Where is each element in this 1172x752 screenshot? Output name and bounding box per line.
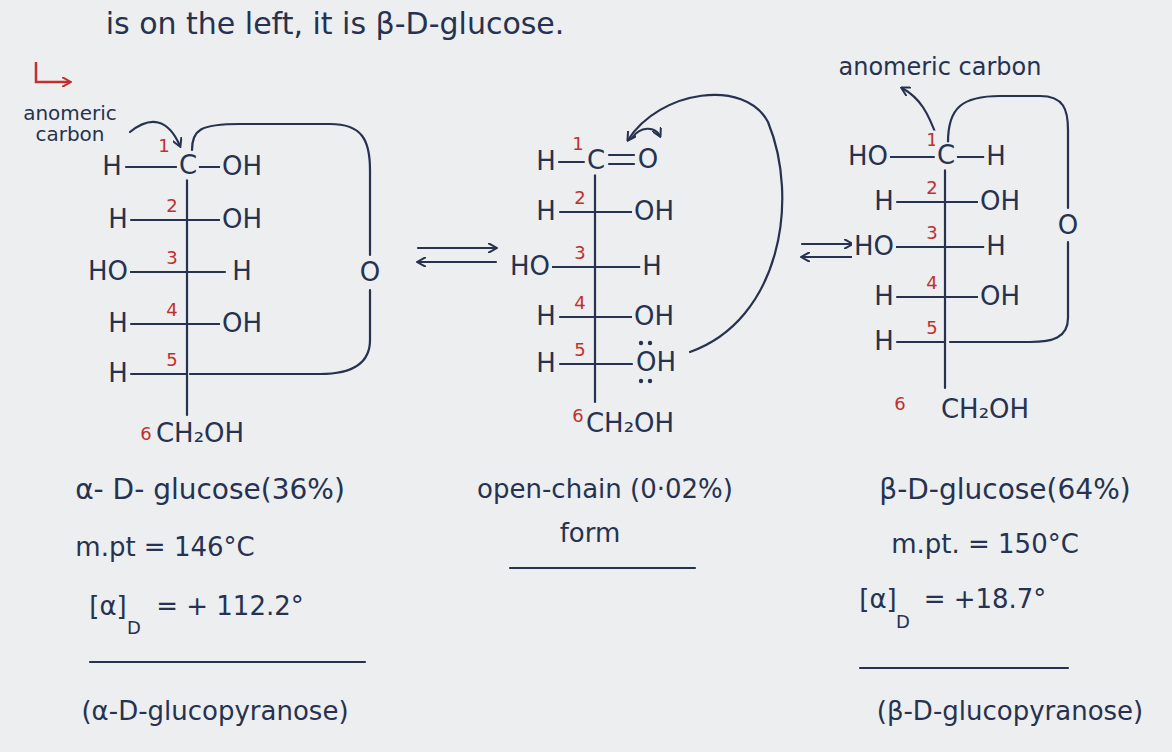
chem-label: O <box>636 146 660 173</box>
chem-label: C <box>585 147 607 174</box>
chem-label: CH₂OH <box>154 420 246 447</box>
carbon-number: 3 <box>924 224 939 243</box>
chem-label: D <box>894 613 912 632</box>
chem-label: HO <box>86 258 130 285</box>
chem-label: H <box>106 310 130 337</box>
carbon-number: 4 <box>572 294 587 313</box>
chem-label: HO <box>846 143 890 170</box>
chem-label: CH₂OH <box>939 396 1031 423</box>
chem-label: [α] <box>87 593 128 620</box>
carbon-number: 5 <box>572 341 587 360</box>
chem-label: H <box>100 153 124 180</box>
chem-label: H <box>984 143 1008 170</box>
chem-label: H <box>106 206 130 233</box>
chem-label: H <box>230 258 254 285</box>
chem-label: β-D-glucose(64%) <box>877 475 1132 504</box>
carbon-number: 2 <box>924 179 939 198</box>
chem-label: is on the left, it is β-D-glucose. <box>104 8 567 40</box>
chem-label: HO <box>852 233 896 260</box>
chem-label: OH <box>632 198 676 225</box>
carbon-number: 6 <box>892 395 907 414</box>
chem-label: m.pt = 146°C <box>73 534 256 561</box>
carbon-number: 3 <box>572 244 587 263</box>
chem-label: OH <box>220 206 264 233</box>
carbon-number: 6 <box>138 425 153 444</box>
chem-label: open-chain (0·02%) <box>475 476 735 503</box>
chem-label: H <box>872 283 896 310</box>
chem-label: = +18.7° <box>922 586 1049 613</box>
carbon-number: 5 <box>164 351 179 370</box>
chem-label: (β-D-glucopyranose) <box>875 698 1146 725</box>
chem-label: form <box>558 520 623 547</box>
carbon-number: 5 <box>924 319 939 338</box>
chem-label: anomeric carbon <box>836 55 1043 80</box>
chem-label: H <box>534 303 558 330</box>
chem-label: H <box>872 328 896 355</box>
chem-label: C <box>177 152 199 179</box>
carbon-number: 2 <box>572 189 587 208</box>
chem-label: CH₂OH <box>584 410 676 437</box>
chem-label: H <box>640 253 664 280</box>
chem-label: α- D- glucose(36%) <box>73 475 347 504</box>
carbon-number: 3 <box>164 249 179 268</box>
chem-label: H <box>534 198 558 225</box>
chem-label: OH <box>978 188 1022 215</box>
carbon-number: 2 <box>164 197 179 216</box>
carbon-number: 1 <box>570 135 585 154</box>
carbon-number: 4 <box>164 301 179 320</box>
chem-label: [α] <box>857 586 898 613</box>
chem-label: H <box>534 350 558 377</box>
chem-label: (α-D-glucopyranose) <box>79 698 350 725</box>
chem-label: OH <box>634 349 678 376</box>
chem-label: H <box>534 148 558 175</box>
chem-label: HO <box>508 253 552 280</box>
chem-label: O <box>358 259 382 286</box>
chem-label: OH <box>978 283 1022 310</box>
chem-label: C <box>935 142 957 169</box>
chem-label: H <box>106 360 130 387</box>
chem-label: H <box>984 233 1008 260</box>
chem-label: OH <box>220 310 264 337</box>
chem-label: H <box>872 188 896 215</box>
carbon-number: 1 <box>156 137 171 156</box>
chem-label: OH <box>632 303 676 330</box>
chem-label: anomeric carbon <box>13 103 127 145</box>
chem-label: D <box>125 619 143 638</box>
carbon-number: 4 <box>924 274 939 293</box>
chem-label: = + 112.2° <box>154 593 306 620</box>
chem-label: m.pt. = 150°C <box>889 531 1081 558</box>
chem-label: OH <box>220 153 264 180</box>
chem-label: O <box>1056 212 1080 239</box>
